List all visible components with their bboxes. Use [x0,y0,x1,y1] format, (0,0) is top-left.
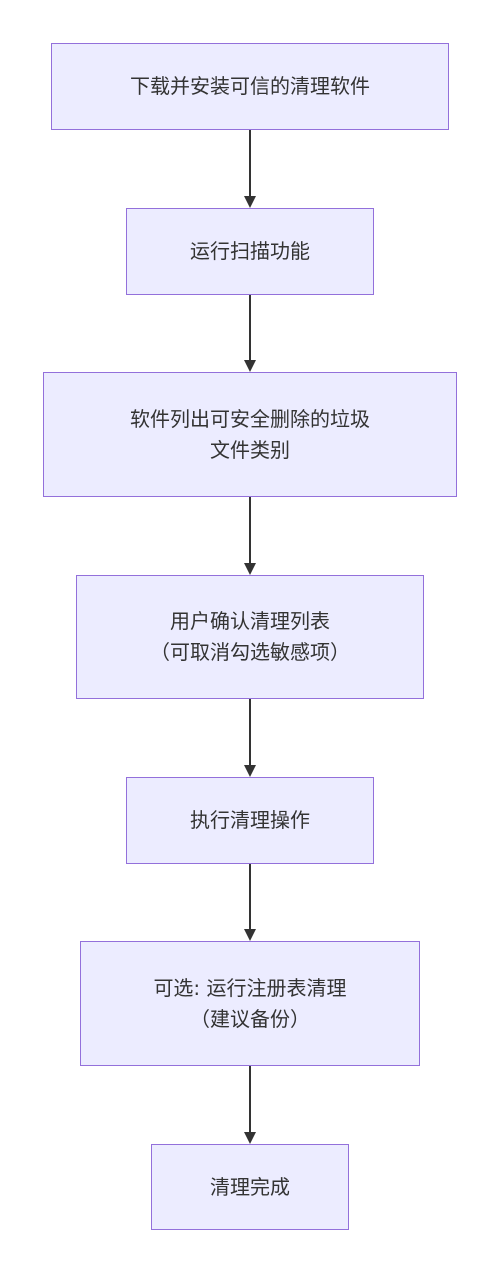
edge-registry-to-done [244,1066,256,1144]
edge-confirm-to-execute [244,699,256,777]
edge-download-to-scan [244,130,256,208]
node-run-scan-label: 运行扫描功能 [190,239,310,263]
node-cleanup-done-label: 清理完成 [210,1174,290,1199]
node-list-junk-categories-line-1: 软件列出可安全删除的垃圾 [130,406,370,431]
edge-execute-to-registry [244,864,256,941]
node-user-confirm: 用户确认清理列表 （可取消勾选敏感项） [76,575,424,699]
edge-list-categories-to-confirm [244,497,256,575]
node-download-software-label: 下载并安装可信的清理软件 [130,74,370,98]
node-cleanup-done: 清理完成 [151,1144,349,1230]
edge-scan-to-list-categories [244,295,256,372]
node-execute-cleanup: 执行清理操作 [126,777,374,864]
node-user-confirm-line-2: （可取消勾选敏感项） [150,640,350,664]
node-registry-cleanup-line-1: 可选: 运行注册表清理 [153,975,347,1000]
node-list-junk-categories: 软件列出可安全删除的垃圾 文件类别 [43,372,457,497]
node-list-junk-categories-line-2: 文件类别 [210,437,290,462]
node-registry-cleanup: 可选: 运行注册表清理 （建议备份） [80,941,420,1066]
node-run-scan: 运行扫描功能 [126,208,374,295]
node-user-confirm-line-1: 用户确认清理列表 [170,609,330,633]
node-execute-cleanup-label: 执行清理操作 [190,808,310,832]
node-registry-cleanup-line-2: （建议备份） [189,1006,310,1031]
node-download-software: 下载并安装可信的清理软件 [51,43,449,130]
